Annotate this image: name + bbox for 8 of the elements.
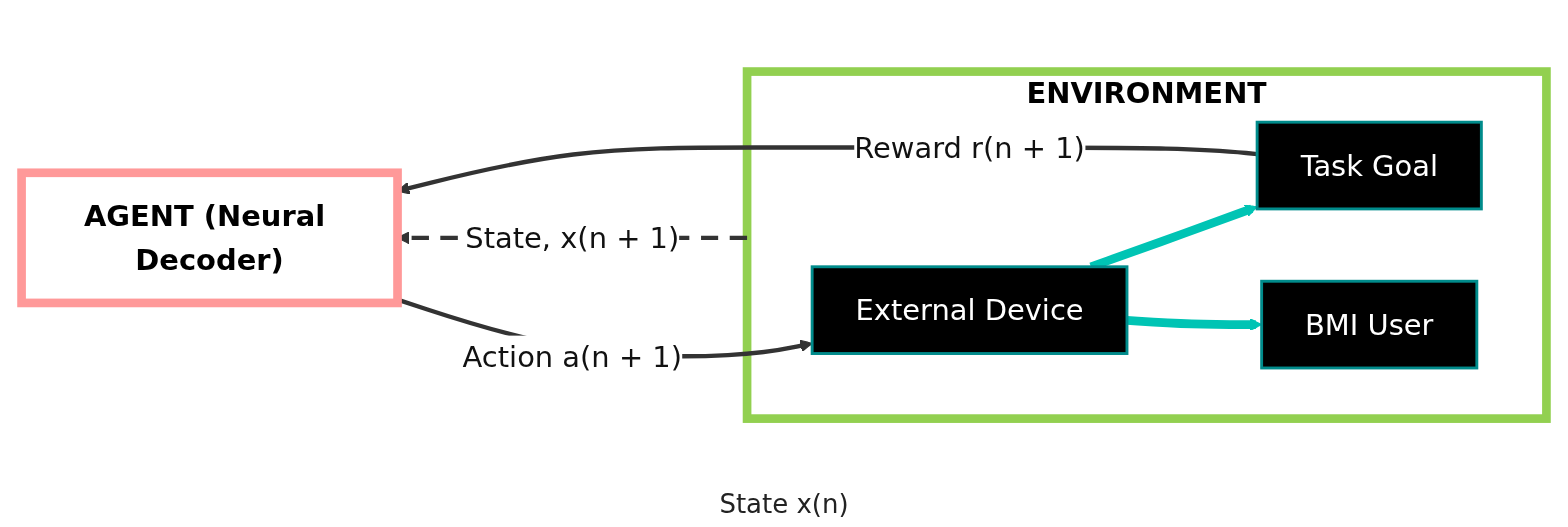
node-box: BMI User xyxy=(1260,279,1479,370)
edge-label: State, x(n + 1) xyxy=(465,220,680,256)
node-box: AGENT (Neural Decoder) xyxy=(17,168,402,308)
edge-label: Reward r(n + 1) xyxy=(854,130,1085,165)
node-box: External Device xyxy=(810,265,1129,355)
state-label: State x(n) xyxy=(719,489,849,519)
edge-label: Action a(n + 1) xyxy=(462,339,682,375)
node-box: Task Goal xyxy=(1255,120,1483,211)
